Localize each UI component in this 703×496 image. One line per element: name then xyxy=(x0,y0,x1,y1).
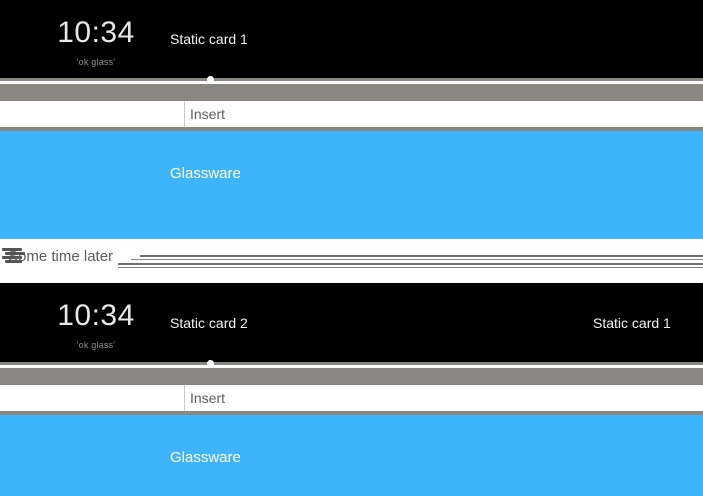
connector-bar-bottom-right-2 xyxy=(136,411,703,415)
insert-divider-2 xyxy=(184,385,185,411)
clock-time: 10:34 xyxy=(57,299,135,332)
connector-bar-bottom-left-1 xyxy=(0,127,136,131)
card-caption-static-2: Static card 2 xyxy=(170,315,248,331)
card-caption-static-1-right: Static card 1 xyxy=(593,315,671,331)
glassware-card-1: Glassware xyxy=(0,131,703,239)
glassware-card-2: Glassware xyxy=(0,415,703,496)
connector-bar-main-2 xyxy=(0,368,703,385)
connector-bar-bottom-left-2 xyxy=(0,411,136,415)
separator-rule-upper xyxy=(140,255,703,257)
connector-bar-top-left-1 xyxy=(0,78,211,81)
connector-gap-1 xyxy=(0,81,703,84)
connector-notch-2 xyxy=(207,360,214,367)
insert-band-1 xyxy=(0,101,703,127)
connector-bar-bottom-right-1 xyxy=(136,127,703,131)
card-caption-static-1: Static card 1 xyxy=(170,31,248,47)
connector-bar-top-right-1 xyxy=(211,78,703,81)
clock-block-2: 10:34 'ok glass' xyxy=(36,299,156,350)
separator-rule-tail xyxy=(118,267,703,268)
connector-gap-2 xyxy=(0,365,703,368)
glass-home-card-2: 10:34 'ok glass' Static card 2 Static ca… xyxy=(0,283,703,362)
some-time-later-separator xyxy=(0,239,703,282)
glass-home-card-1: 10:34 'ok glass' Static card 1 xyxy=(0,0,703,78)
voice-hint: 'ok glass' xyxy=(76,340,116,350)
separator-rule-lower xyxy=(118,263,703,265)
voice-hint: 'ok glass' xyxy=(76,57,116,67)
glassware-label-2: Glassware xyxy=(170,449,241,466)
insert-label-2: Insert xyxy=(190,390,226,406)
connector-notch-1 xyxy=(207,76,214,83)
insert-band-2 xyxy=(0,385,703,411)
clock-time: 10:34 xyxy=(57,16,135,49)
card-stack-icon xyxy=(2,246,26,264)
insert-divider-1 xyxy=(184,101,185,127)
connector-bar-top-left-2 xyxy=(0,362,211,365)
connector-bar-top-right-2 xyxy=(211,362,703,365)
connector-bar-main-1 xyxy=(0,84,703,101)
clock-block-1: 10:34 'ok glass' xyxy=(36,16,156,67)
separator-rule-mid xyxy=(131,259,703,260)
glassware-label-1: Glassware xyxy=(170,165,241,182)
insert-label-1: Insert xyxy=(190,106,226,122)
some-time-later-label: Some time later xyxy=(8,248,114,265)
